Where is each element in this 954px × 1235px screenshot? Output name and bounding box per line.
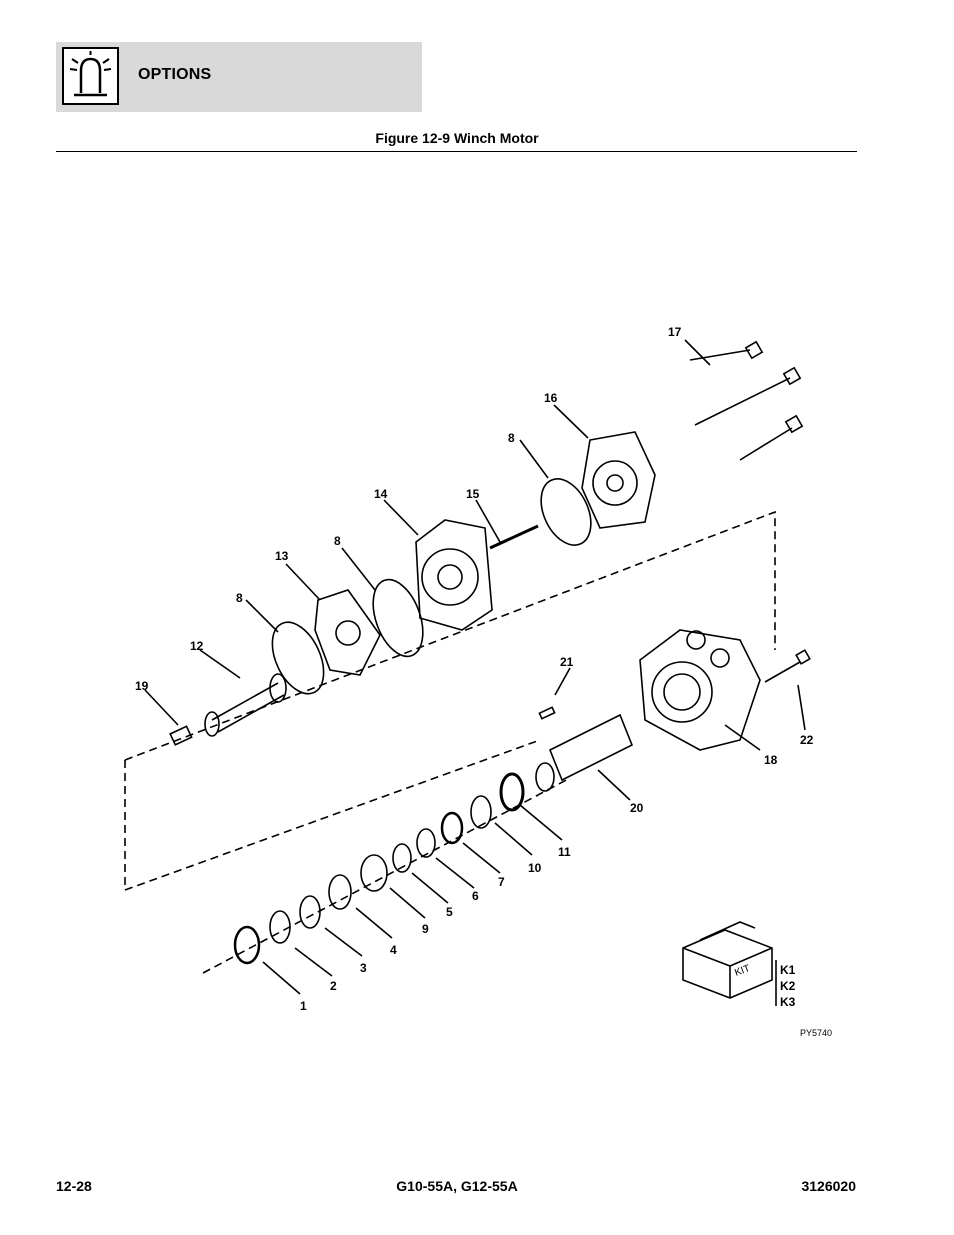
bearing-part-9 <box>360 854 388 892</box>
kit-item-k3: K3 <box>780 995 796 1009</box>
label-part-8b: 8 <box>334 534 341 548</box>
label-part-8c: 8 <box>508 431 515 445</box>
label-part-17: 17 <box>668 325 682 339</box>
ring-part-5 <box>392 843 412 873</box>
ring-part-3 <box>299 895 321 929</box>
document-number: 3126020 <box>801 1178 856 1194</box>
geroler-part-14 <box>415 519 493 631</box>
key-part-21 <box>538 706 556 720</box>
label-part-18: 18 <box>764 753 778 767</box>
label-part-13: 13 <box>275 549 289 563</box>
end-cover-part-16 <box>581 431 656 529</box>
label-part-19: 19 <box>135 679 149 693</box>
o-ring-part-8c <box>540 478 592 546</box>
bolt-part-22 <box>764 661 801 683</box>
kit-item-k1: K1 <box>780 963 796 977</box>
label-part-7: 7 <box>498 875 505 889</box>
section-title: OPTIONS <box>138 66 212 83</box>
kit-item-k2: K2 <box>780 979 796 993</box>
label-part-2: 2 <box>330 979 337 993</box>
seal-part-11 <box>499 772 525 812</box>
bolts-part-17 <box>689 340 804 461</box>
label-part-9: 9 <box>422 922 429 936</box>
drawing-code: PY5740 <box>800 1028 832 1038</box>
o-ring-part-8b <box>372 578 424 658</box>
label-part-6: 6 <box>472 889 479 903</box>
label-part-1: 1 <box>300 999 307 1013</box>
page-number: 12-28 <box>56 1178 92 1194</box>
ring-part-6 <box>416 828 436 858</box>
kit-box-icon <box>682 921 777 1006</box>
washer-part-10 <box>470 795 492 829</box>
label-part-5: 5 <box>446 905 453 919</box>
bearing-part-7 <box>440 811 464 845</box>
pin-part-15 <box>489 524 539 550</box>
label-part-3: 3 <box>360 961 367 975</box>
winch-motor-exploded-view: 17 16 8 15 14 8 13 8 12 19 21 22 18 20 1… <box>124 325 832 1038</box>
label-part-14: 14 <box>374 487 388 501</box>
label-part-20: 20 <box>630 801 644 815</box>
label-part-8a: 8 <box>236 591 243 605</box>
label-part-10: 10 <box>528 861 542 875</box>
label-part-12: 12 <box>190 639 204 653</box>
plate-part-13 <box>314 589 381 676</box>
label-part-16: 16 <box>544 391 558 405</box>
seal-part-1 <box>233 925 261 965</box>
seal-part-4 <box>328 874 352 910</box>
label-part-22: 22 <box>800 733 814 747</box>
shaft-part-20 <box>535 713 634 792</box>
section-header: OPTIONS <box>56 42 422 112</box>
label-part-15: 15 <box>466 487 480 501</box>
spacer-part-19 <box>169 725 193 746</box>
kit-box-label: KIT <box>733 963 751 979</box>
label-part-11: 11 <box>558 845 571 859</box>
o-ring-part-8a <box>271 621 325 695</box>
label-part-4: 4 <box>390 943 397 957</box>
housing-part-18 <box>639 629 761 751</box>
beacon-light-icon <box>62 47 119 105</box>
header-divider <box>56 151 857 152</box>
drive-link-part-12 <box>204 673 287 737</box>
model-numbers: G10-55A, G12-55A <box>396 1178 518 1194</box>
figure-caption: Figure 12-9 Winch Motor <box>375 130 539 146</box>
ring-part-2 <box>269 910 291 944</box>
label-part-21: 21 <box>560 655 574 669</box>
